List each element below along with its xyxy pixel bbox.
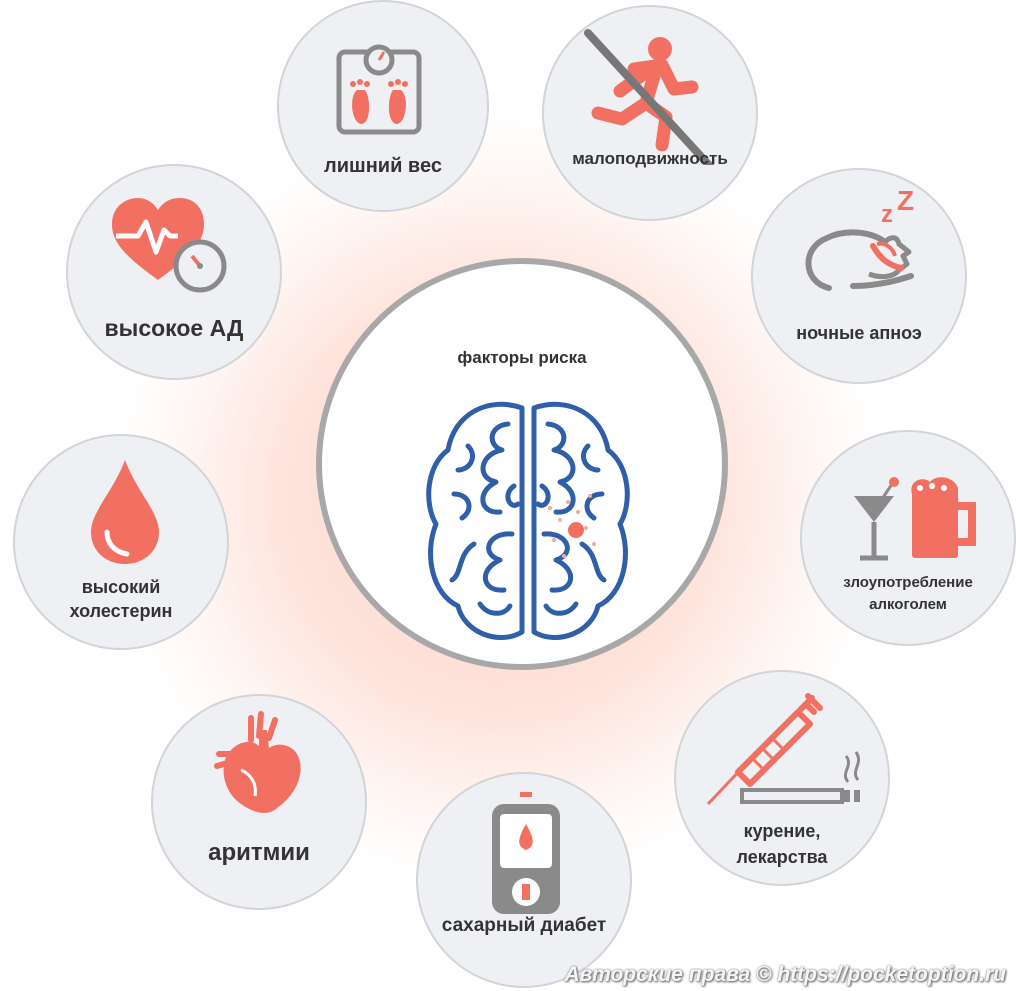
center-title: факторы риска bbox=[457, 348, 587, 367]
center-circle: факторы риска bbox=[316, 258, 728, 670]
factor-sleep-apnea: z Z ночные апноэ bbox=[751, 168, 967, 384]
scale-icon bbox=[336, 44, 422, 135]
factor-label: сахарный диабет bbox=[441, 915, 607, 936]
no-running-icon bbox=[584, 29, 715, 165]
factor-label-line2: холестерин bbox=[69, 601, 173, 621]
factor-label-line1: злоупотребление bbox=[843, 574, 973, 591]
heart-pressure-icon bbox=[112, 198, 227, 293]
factor-excess-weight: лишний вес bbox=[277, 0, 489, 212]
svg-text:Z: Z bbox=[897, 186, 914, 216]
glucometer-icon bbox=[492, 792, 560, 914]
factor-label: малоподвижность bbox=[572, 149, 728, 168]
factor-high-cholesterol: высокий холестерин bbox=[13, 434, 229, 650]
factor-smoking-drugs: курение, лекарства bbox=[674, 670, 890, 886]
drinks-icon bbox=[854, 477, 976, 561]
factor-label-line1: курение, bbox=[743, 821, 821, 841]
factor-diabetes: сахарный диабет bbox=[416, 772, 632, 988]
factor-arrhythmia: аритмии bbox=[151, 694, 367, 910]
svg-text:z: z bbox=[881, 201, 893, 228]
factor-label: лишний вес bbox=[324, 155, 442, 177]
factor-high-blood-pressure: высокое АД bbox=[66, 164, 282, 380]
factor-inactivity: малоподвижность bbox=[542, 5, 758, 221]
brain-icon bbox=[426, 401, 630, 640]
factor-label: ночные апноэ bbox=[796, 323, 922, 343]
factor-label-line1: высокий bbox=[81, 577, 161, 597]
factor-alcohol: злоупотребление алкоголем bbox=[800, 430, 1016, 646]
sleep-apnea-icon: z Z bbox=[805, 186, 914, 291]
factor-label-line2: лекарства bbox=[736, 847, 828, 867]
heart-icon bbox=[214, 711, 301, 813]
copyright-watermark: Авторские права © https://pocketoption.r… bbox=[564, 963, 1007, 986]
blood-drop-icon bbox=[91, 460, 159, 564]
factor-label-line2: алкоголем bbox=[869, 596, 947, 613]
factor-label: высокое АД bbox=[104, 315, 244, 341]
syringe-cigarette-icon bbox=[706, 693, 861, 806]
factor-label: аритмии bbox=[208, 839, 310, 866]
